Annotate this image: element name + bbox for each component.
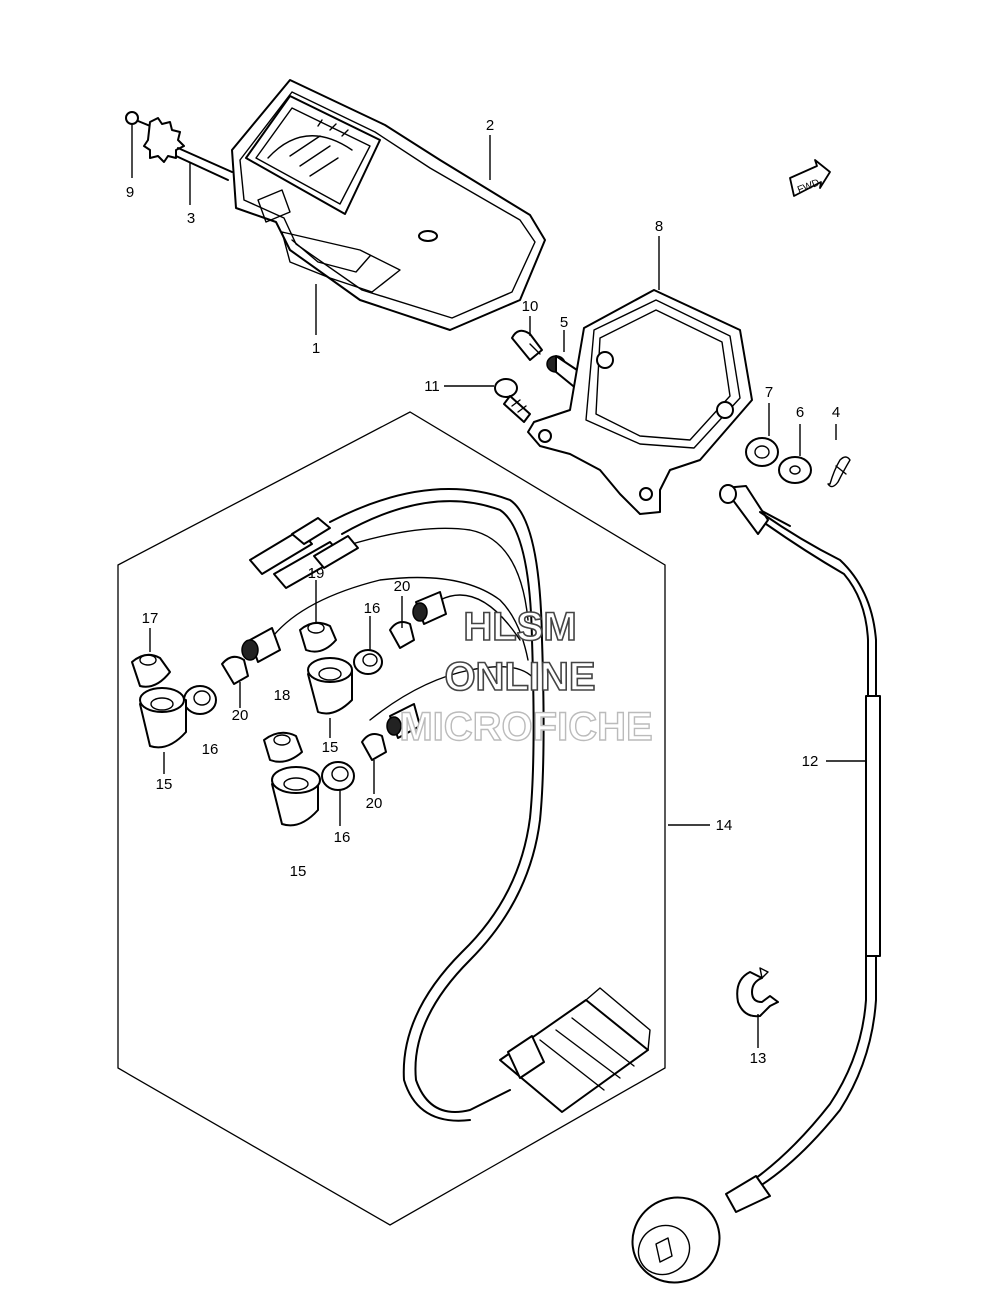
bulb-socket-low: [361, 703, 421, 761]
callout-16-c: 16: [334, 829, 351, 846]
callout-3: 3: [187, 210, 195, 227]
callout-19: 19: [308, 565, 325, 582]
bulb-socket-left: [221, 627, 281, 685]
watermark-line-3: MICROFICHE: [399, 705, 652, 749]
callout-labels: 1 2 3 4 5 6 7 8 9 10 11 12 13 14 15 15 1…: [126, 117, 840, 1067]
callout-4: 4: [832, 404, 840, 421]
callout-18: 18: [274, 687, 291, 704]
callout-10: 10: [522, 298, 539, 315]
callout-20-b: 20: [232, 707, 249, 724]
part-14-wire-harness: [249, 488, 651, 1122]
part-12-speedometer-cable: [631, 484, 881, 1284]
callout-6: 6: [796, 404, 804, 421]
bulb-socket-mid: [389, 591, 447, 649]
fwd-arrow-icon: FWD: [789, 159, 831, 197]
callout-13: 13: [750, 1050, 767, 1067]
callout-7: 7: [765, 384, 773, 401]
part-15-cup-a: [139, 687, 187, 749]
part-11-bolt: [494, 378, 531, 423]
part-14-harness-box: [117, 411, 666, 1226]
watermark-line-2: ONLINE: [444, 655, 595, 699]
part-19-cap: [299, 621, 337, 653]
part-4-clip: [827, 456, 851, 488]
callout-1: 1: [312, 340, 320, 357]
part-1-speedometer: [231, 79, 546, 331]
part-3-gear-shaft: [125, 111, 233, 181]
callout-8: 8: [655, 218, 663, 235]
callout-2: 2: [486, 117, 494, 134]
part-cap-lower: [263, 731, 303, 763]
part-8-bracket: [527, 289, 753, 515]
callout-15-b: 15: [322, 739, 339, 756]
part-7-grommet: [745, 437, 779, 467]
callout-15-c: 15: [290, 863, 307, 880]
callout-12: 12: [802, 753, 819, 770]
callout-15-a: 15: [156, 776, 173, 793]
part-15-cup-b: [307, 657, 353, 715]
callout-11: 11: [424, 378, 440, 395]
part-17-cap: [131, 653, 171, 688]
callout-20-c: 20: [366, 795, 383, 812]
part-16-washer-b: [353, 649, 383, 675]
part-13-clamp: [736, 967, 779, 1018]
part-6-washer: [778, 456, 812, 484]
part-15-cup-c: [271, 766, 321, 827]
callout-9: 9: [126, 184, 134, 201]
leader-lines: [131, 125, 866, 1048]
callout-16-b: 16: [364, 600, 381, 617]
callout-16-a: 16: [202, 741, 219, 758]
part-16-washer-c: [321, 761, 355, 791]
callout-17: 17: [142, 610, 159, 627]
callout-14: 14: [716, 817, 733, 834]
watermark-line-1: HLSM: [463, 605, 576, 649]
part-10-bulb: [511, 329, 543, 361]
callout-20-a: 20: [394, 578, 411, 595]
callout-5: 5: [560, 314, 568, 331]
part-16-washer-a: [183, 685, 217, 715]
